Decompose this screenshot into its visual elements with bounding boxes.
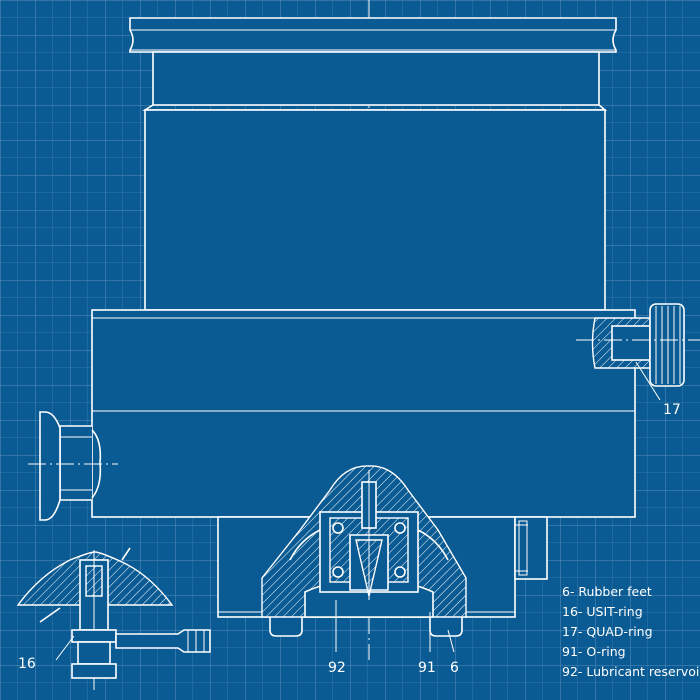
legend-item: 6- Rubber feet	[562, 584, 652, 599]
quad-ring-plug	[576, 303, 700, 387]
callout-6: 6	[450, 660, 459, 676]
rubber-feet	[269, 617, 463, 637]
leader-lines	[55, 361, 661, 661]
side-port-flange	[28, 411, 118, 521]
top-flange	[129, 17, 617, 53]
detail-inset-usit-ring	[16, 547, 211, 690]
callout-92: 92	[328, 660, 346, 676]
parts-legend: 6- Rubber feet 16- USIT-ring 17- QUAD-ri…	[562, 584, 700, 679]
legend-item: 16- USIT-ring	[562, 604, 643, 619]
legend-item: 17- QUAD-ring	[562, 624, 653, 639]
callout-16: 16	[18, 656, 36, 672]
electronics-connector	[514, 516, 548, 580]
pump-neck	[142, 51, 608, 111]
legend-item: 91- O-ring	[562, 644, 626, 659]
legend-item: 92- Lubricant reservoir	[562, 664, 700, 679]
pump-upper-body	[144, 109, 606, 311]
callout-91: 91	[418, 660, 436, 676]
bearing-cutaway	[261, 465, 467, 618]
callout-17: 17	[663, 402, 681, 418]
